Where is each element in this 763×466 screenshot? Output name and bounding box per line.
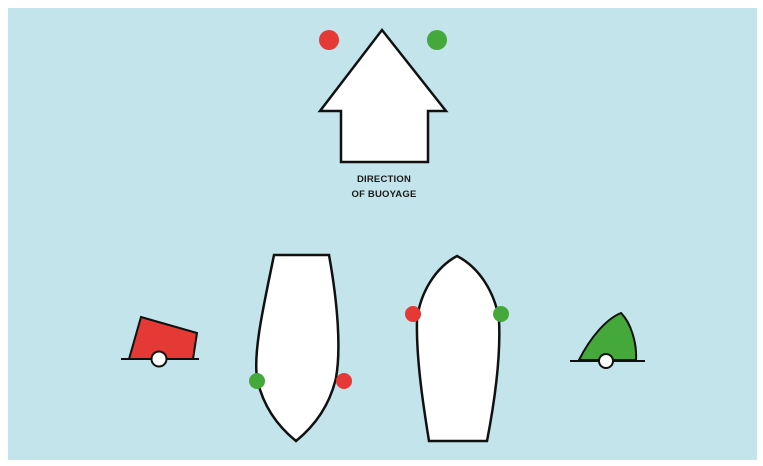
vessel-1-green-light [249, 373, 265, 389]
boat-bow-up-icon [417, 256, 499, 441]
starboard-light-green [427, 30, 447, 50]
vessel-1-red-light [336, 373, 352, 389]
caption-line-1: DIRECTION [357, 174, 411, 185]
vessel-2-green-light [493, 306, 509, 322]
port-light-red [319, 30, 339, 50]
vessel-2-red-light [405, 306, 421, 322]
can-buoy-ball [152, 352, 167, 367]
caption-line-2: OF BUOYAGE [352, 189, 417, 200]
conical-buoy-ball [599, 354, 613, 368]
